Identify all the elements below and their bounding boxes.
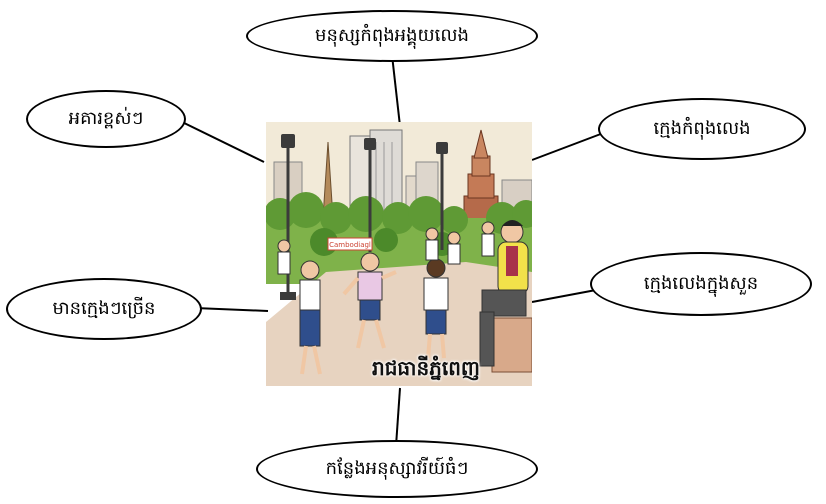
- bench: [491, 317, 532, 373]
- label-children-playing: ក្មេងកំពុងលេង: [598, 98, 806, 160]
- park-sign-text: Cambodiagl: [329, 241, 371, 249]
- connector-top-right: [531, 131, 607, 161]
- label-children-in-park: ក្មេងលេងក្នុងសួន: [590, 252, 812, 316]
- sitting-woman: [479, 220, 529, 367]
- connector-top-left: [177, 119, 265, 163]
- child-left: [299, 260, 322, 375]
- tree-line: [266, 192, 532, 234]
- label-monuments: កន្លែងអនុស្សាវរីយ៍ធំៗ: [256, 440, 538, 498]
- connector-mid-right: [531, 289, 597, 303]
- park-sign: [327, 237, 373, 251]
- park-path: [266, 262, 532, 386]
- child-right: [423, 258, 449, 359]
- phnom-penh-illustration: Cambodiagl: [266, 122, 532, 386]
- connector-bottom: [395, 387, 401, 447]
- connector-top: [391, 54, 401, 127]
- label-tall-buildings: អគារខ្ពស់ៗ: [26, 90, 186, 148]
- label-people-sitting: មនុស្សកំពុងអង្គុយលេង: [246, 10, 538, 62]
- connector-mid-left: [194, 307, 269, 312]
- child-center: [342, 252, 397, 349]
- center-caption: រាជធានីភ្នំពេញ: [372, 356, 480, 380]
- child-background: [277, 221, 495, 275]
- label-many-children: មានក្មេងៗច្រើន: [6, 278, 202, 340]
